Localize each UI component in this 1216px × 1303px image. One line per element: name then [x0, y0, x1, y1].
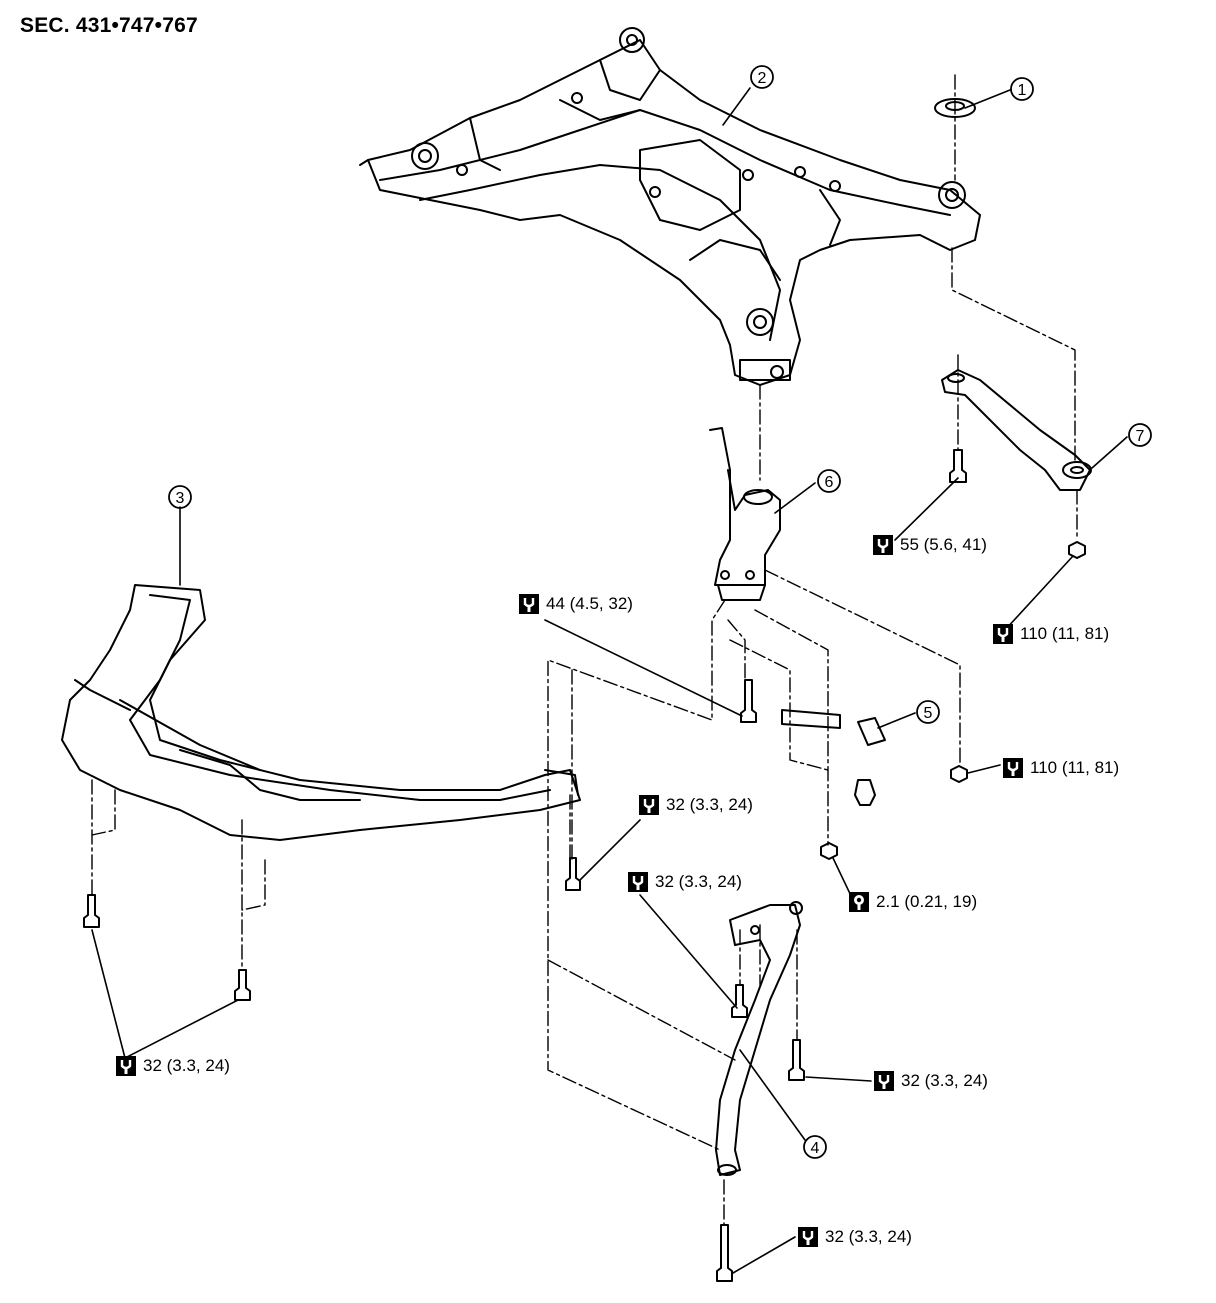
callout-1: 1	[1010, 77, 1034, 101]
torque-value: 110 (11, 81)	[1030, 758, 1120, 777]
torque-spec-brace-bolt-left: 32 (3.3, 24)	[115, 1055, 230, 1077]
fasteners	[83, 449, 1086, 1282]
wrench-filled-icon	[849, 892, 869, 912]
torque-spec-bracket-bolt: 44 (4.5, 32)	[518, 593, 633, 615]
wrench-icon	[874, 1071, 894, 1091]
wrench-icon	[798, 1227, 818, 1247]
torque-spec-rod-long-bolt: 32 (3.3, 24)	[873, 1070, 988, 1092]
torque-value: 44 (4.5, 32)	[546, 594, 633, 613]
svg-text:3: 3	[176, 490, 185, 507]
svg-text:5: 5	[924, 705, 933, 722]
torque-spec-link-arm-nut: 110 (11, 81)	[992, 623, 1109, 645]
torque-spec-rod-lower-bolt: 32 (3.3, 24)	[797, 1226, 912, 1248]
torque-spec-brace-bolt-right: 32 (3.3, 24)	[638, 794, 753, 816]
wrench-icon	[639, 795, 659, 815]
wrench-icon	[1003, 758, 1023, 778]
mount-bracket-drawing	[709, 427, 781, 601]
callout-3: 3	[168, 485, 192, 509]
brace-drawing	[61, 584, 581, 841]
callout-4: 4	[803, 1135, 827, 1159]
torque-value: 2.1 (0.21, 19)	[876, 892, 978, 911]
svg-text:1: 1	[1018, 82, 1027, 99]
leader-lines	[91, 87, 1128, 1274]
torque-value: 32 (3.3, 24)	[901, 1071, 988, 1090]
torque-value: 32 (3.3, 24)	[655, 872, 742, 891]
assembly-lines	[91, 74, 1078, 1226]
section-code: SEC. 431•747•767	[20, 14, 198, 37]
callout-5: 5	[916, 700, 940, 724]
callout-2: 2	[750, 65, 774, 89]
svg-text:6: 6	[825, 474, 834, 491]
torque-spec-rod-upper-bolt: 32 (3.3, 24)	[627, 871, 742, 893]
wrench-icon	[993, 624, 1013, 644]
suspension-member-drawing	[359, 27, 981, 386]
torque-value: 32 (3.3, 24)	[143, 1056, 230, 1075]
torque-spec-bracket-nut: 110 (11, 81)	[1002, 757, 1119, 779]
torque-spec-clip-nut: 2.1 (0.21, 19)	[848, 891, 977, 913]
wrench-icon	[873, 535, 893, 555]
svg-text:2: 2	[758, 70, 767, 87]
wrench-icon	[116, 1056, 136, 1076]
clip-bracket-drawing	[781, 709, 886, 806]
torque-value: 55 (5.6, 41)	[900, 535, 987, 554]
svg-text:7: 7	[1136, 428, 1145, 445]
torque-spec-link-arm-bolt: 55 (5.6, 41)	[872, 534, 987, 556]
callout-6: 6	[817, 469, 841, 493]
wrench-icon	[519, 594, 539, 614]
torque-value: 110 (11, 81)	[1020, 624, 1110, 643]
svg-text:4: 4	[811, 1140, 820, 1157]
callout-7: 7	[1128, 423, 1152, 447]
torque-value: 32 (3.3, 24)	[825, 1227, 912, 1246]
torque-value: 32 (3.3, 24)	[666, 795, 753, 814]
wrench-icon	[628, 872, 648, 892]
support-rod-drawing	[715, 901, 803, 1176]
link-arm-drawing	[941, 369, 1092, 491]
